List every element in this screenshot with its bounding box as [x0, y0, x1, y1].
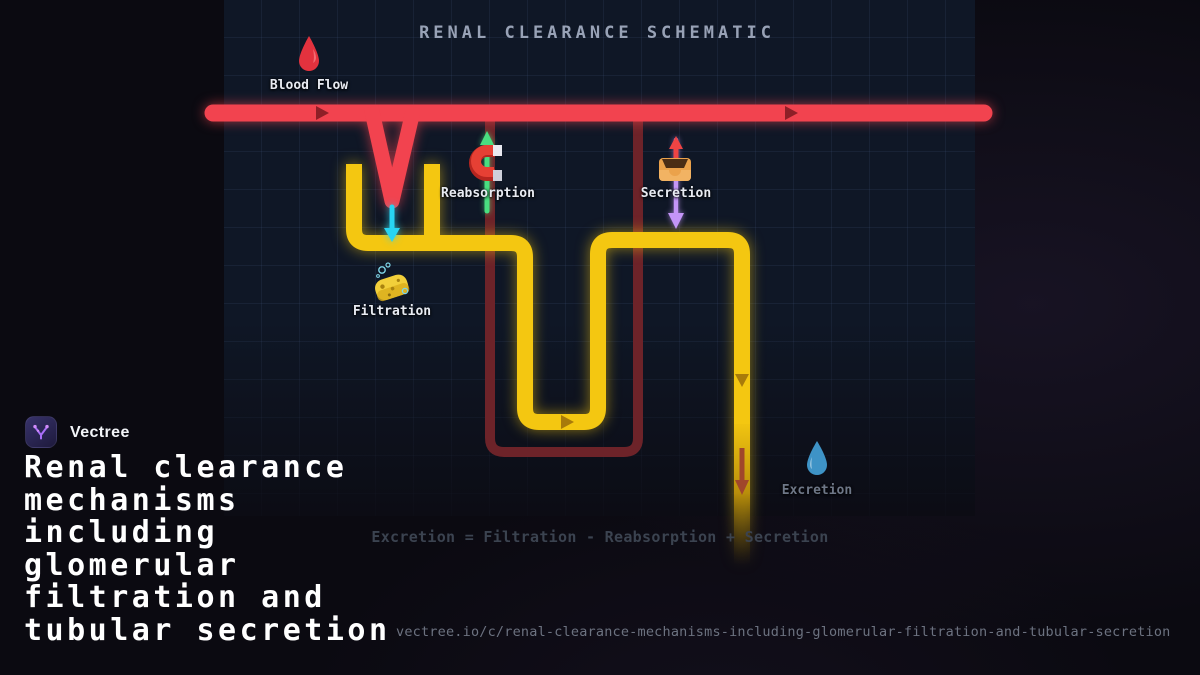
label-excretion: Excretion [781, 483, 853, 498]
excretion-flow-arrow-icon [735, 448, 749, 495]
sponge-icon [370, 261, 412, 309]
flow-arrow-icon [316, 106, 329, 120]
clearance-formula: Excretion = Filtration - Reabsorption + … [371, 528, 829, 546]
label-reabsorption: Reabsorption [441, 186, 535, 201]
card-title-line: mechanisms [24, 482, 240, 518]
label-blood-flow: Blood Flow [269, 78, 349, 93]
inbox-tray-icon [657, 153, 693, 186]
brand-name: Vectree [70, 424, 130, 441]
vectree-logo [25, 416, 57, 448]
card-title: Renal clearance mechanisms including glo… [24, 450, 444, 648]
tubule-arrow-icon [735, 374, 749, 387]
label-secretion: Secretion [640, 186, 712, 201]
glomerulus-v-pipe [363, 105, 422, 209]
page-url: vectree.io/c/renal-clearance-mechanisms-… [396, 624, 1171, 640]
filtration-arrow-icon [384, 204, 400, 242]
card-title-line: glomerular [24, 547, 240, 583]
secretion-red-up-arrow-icon [669, 136, 683, 158]
card-title-line: filtration and [24, 580, 326, 615]
tubule-arrow-icon [561, 415, 574, 429]
blood-drop-icon [297, 35, 321, 77]
capillary-loop-pipe [485, 116, 643, 457]
schematic-title: RENAL CLEARANCE SCHEMATIC [419, 23, 775, 43]
card-title-line: including [24, 515, 219, 550]
vectree-branch-icon [33, 424, 49, 440]
water-drop-icon [805, 440, 829, 481]
flow-arrow-icon [785, 106, 798, 120]
blood-flow-pipe [204, 104, 993, 209]
label-filtration: Filtration [352, 304, 432, 319]
magnet-icon [468, 142, 508, 188]
card-title-line: tubular secretion [24, 612, 391, 648]
card-title-line: Renal clearance [24, 450, 348, 485]
